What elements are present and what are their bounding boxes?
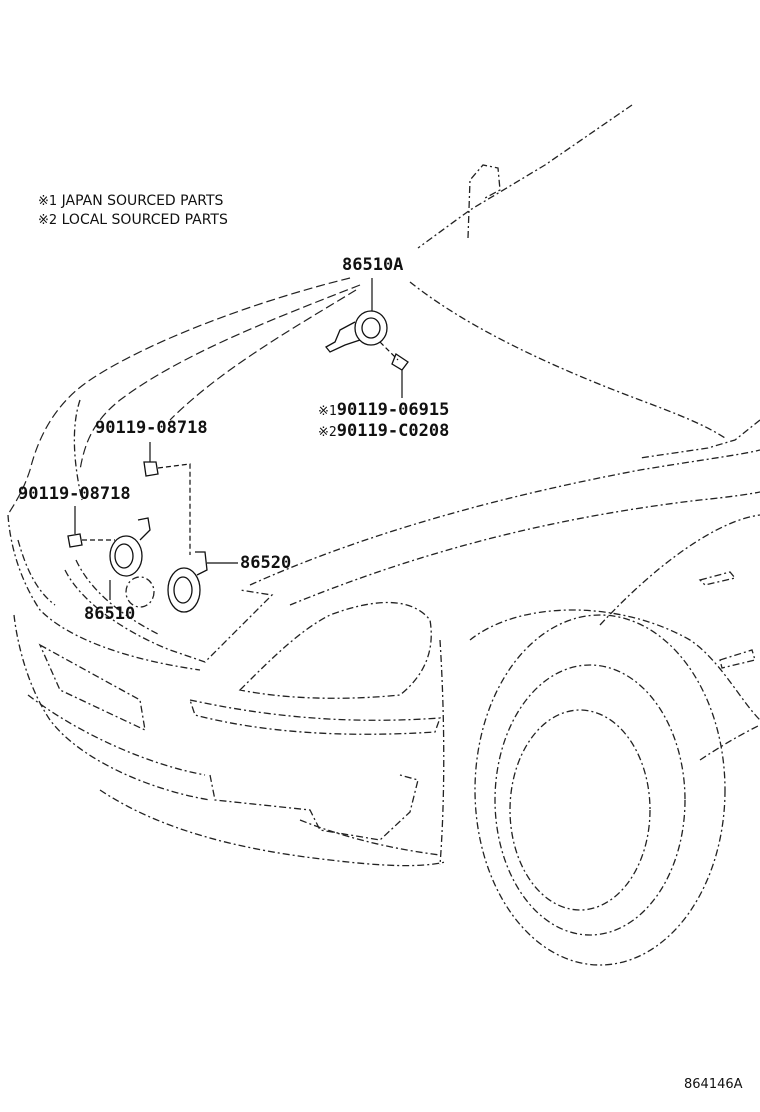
horn-86510a-part [325, 278, 409, 398]
horn-86520-part [167, 551, 238, 613]
bolt-upper-left-part [143, 442, 191, 555]
label-bolt-lower-left[interactable]: 90119-08718 [18, 484, 131, 504]
label-86520[interactable]: 86520 [240, 553, 292, 573]
note-japan-sourced: ※1 JAPAN SOURCED PARTS [38, 194, 223, 208]
bolt-japan-mark: ※1 [318, 404, 337, 419]
label-86510a[interactable]: 86510A [342, 255, 404, 275]
note-text-1: JAPAN SOURCED PARTS [61, 193, 224, 209]
bolt-local-mark: ※2 [318, 425, 337, 440]
horn-86510-part [109, 517, 155, 608]
bolt-japan-number: 90119-06915 [336, 400, 450, 420]
bolt-lower-left-part [67, 506, 115, 548]
note-local-sourced: ※2 LOCAL SOURCED PARTS [38, 213, 228, 227]
label-bolt-local[interactable]: ※290119-C0208 [318, 423, 449, 440]
note-mark-2: ※2 [38, 213, 58, 228]
car-body-outline [7, 104, 760, 966]
label-86510[interactable]: 86510 [84, 604, 136, 624]
label-bolt-japan[interactable]: ※190119-06915 [318, 402, 449, 419]
bolt-local-number: 90119-C0208 [336, 421, 450, 441]
diagram-code: 864146A [684, 1077, 743, 1092]
label-bolt-upper-left[interactable]: 90119-08718 [95, 418, 208, 438]
note-mark-1: ※1 [38, 194, 58, 209]
note-text-2: LOCAL SOURCED PARTS [61, 212, 228, 228]
